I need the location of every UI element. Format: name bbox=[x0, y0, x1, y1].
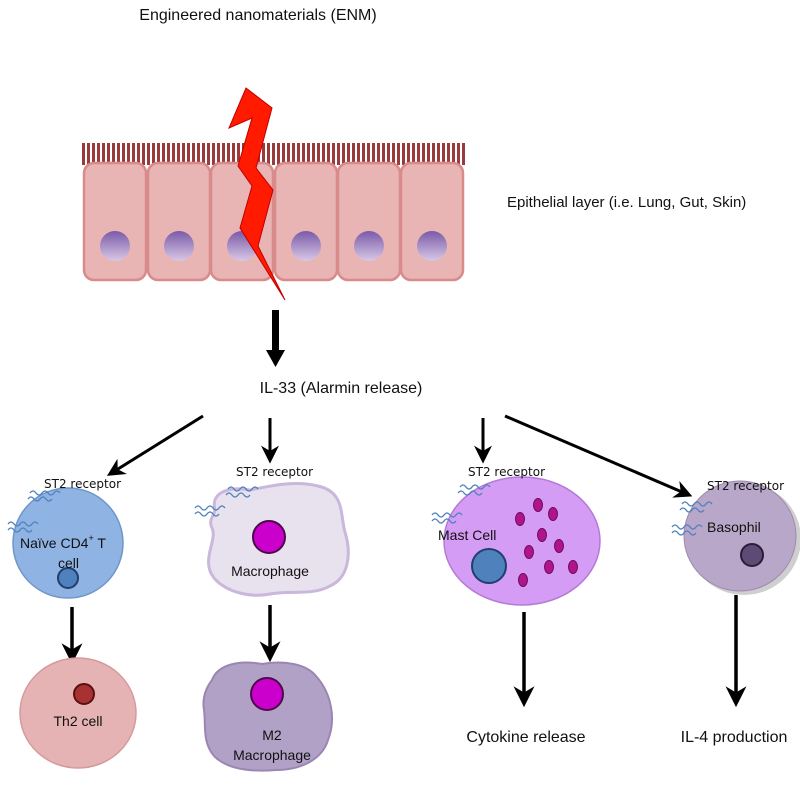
granule bbox=[515, 512, 525, 526]
arrow-to-naive-t bbox=[106, 414, 204, 476]
macrophage-label: Macrophage bbox=[231, 563, 309, 579]
granule bbox=[548, 507, 558, 521]
epithelial-nucleus bbox=[354, 231, 384, 261]
th2-label: Th2 cell bbox=[53, 713, 102, 729]
st2-receptor-icon bbox=[431, 484, 491, 524]
granule bbox=[524, 545, 534, 559]
naive-t-cell-body bbox=[12, 487, 124, 599]
epithelial-cell bbox=[82, 161, 148, 282]
macrophage-nucleus bbox=[252, 520, 286, 554]
epithelial-layer bbox=[82, 161, 465, 282]
granule bbox=[533, 498, 543, 512]
lightning-bolt-icon bbox=[228, 87, 286, 301]
macrophage: Macrophage bbox=[207, 481, 350, 597]
basophil-nucleus bbox=[740, 543, 764, 567]
granule bbox=[554, 539, 564, 553]
epithelial-cell bbox=[146, 161, 212, 282]
st2-receptor-icon bbox=[671, 501, 713, 536]
th2-nucleus bbox=[73, 683, 95, 705]
m2-macrophage: M2 Macrophage bbox=[202, 661, 333, 772]
st2-receptor-icon bbox=[7, 490, 61, 533]
st2-label-basophil: ST2 receptor bbox=[707, 479, 784, 493]
th2-cell: Th2 cell bbox=[19, 657, 137, 769]
thick-arrow-down bbox=[266, 310, 285, 367]
cytokine-release-label: Cytokine release bbox=[466, 729, 585, 746]
granule bbox=[568, 560, 578, 574]
epithelial-nucleus bbox=[291, 231, 321, 261]
mast-cell-nucleus bbox=[471, 548, 507, 584]
epithelial-nucleus bbox=[164, 231, 194, 261]
m2-macrophage-body bbox=[202, 661, 333, 772]
mast-cell: Mast Cell bbox=[438, 476, 601, 606]
il4-production-label: IL-4 production bbox=[681, 729, 788, 746]
epithelial-nucleus bbox=[417, 231, 447, 261]
naive-t-nucleus bbox=[57, 567, 79, 589]
epithelial-cell bbox=[273, 161, 339, 282]
granule bbox=[518, 573, 528, 587]
th2-cell-body bbox=[19, 657, 137, 769]
basophil: Basophil bbox=[683, 480, 800, 595]
granule bbox=[544, 560, 554, 574]
epithelial-label: Epithelial layer (i.e. Lung, Gut, Skin) bbox=[507, 194, 746, 211]
arrow-to-basophil bbox=[504, 414, 693, 498]
naive-t-cell: Naïve CD4+ T cell bbox=[12, 487, 124, 599]
st2-label-macrophage: ST2 receptor bbox=[236, 465, 313, 479]
basophil-label: Basophil bbox=[707, 519, 761, 535]
il33-label: IL-33 (Alarmin release) bbox=[260, 380, 423, 397]
st2-label-t-cell: ST2 receptor bbox=[44, 477, 121, 491]
granule bbox=[537, 528, 547, 542]
epithelial-nucleus bbox=[100, 231, 130, 261]
m2-nucleus bbox=[250, 677, 284, 711]
naive-t-label-line1: Naïve CD4+ T bbox=[20, 533, 106, 551]
epithelial-cell bbox=[399, 161, 465, 282]
st2-receptor-icon bbox=[194, 486, 259, 517]
epithelial-cell bbox=[336, 161, 402, 282]
st2-label-mast-cell: ST2 receptor bbox=[468, 465, 545, 479]
naive-t-label-line2: cell bbox=[58, 555, 79, 571]
m2-label-line1: M2 bbox=[262, 727, 282, 743]
cilia-band bbox=[82, 143, 465, 165]
mast-cell-label: Mast Cell bbox=[438, 527, 496, 543]
m2-label-line2: Macrophage bbox=[233, 747, 311, 763]
title-label: Engineered nanomaterials (ENM) bbox=[139, 7, 376, 24]
basophil-body bbox=[683, 480, 797, 592]
